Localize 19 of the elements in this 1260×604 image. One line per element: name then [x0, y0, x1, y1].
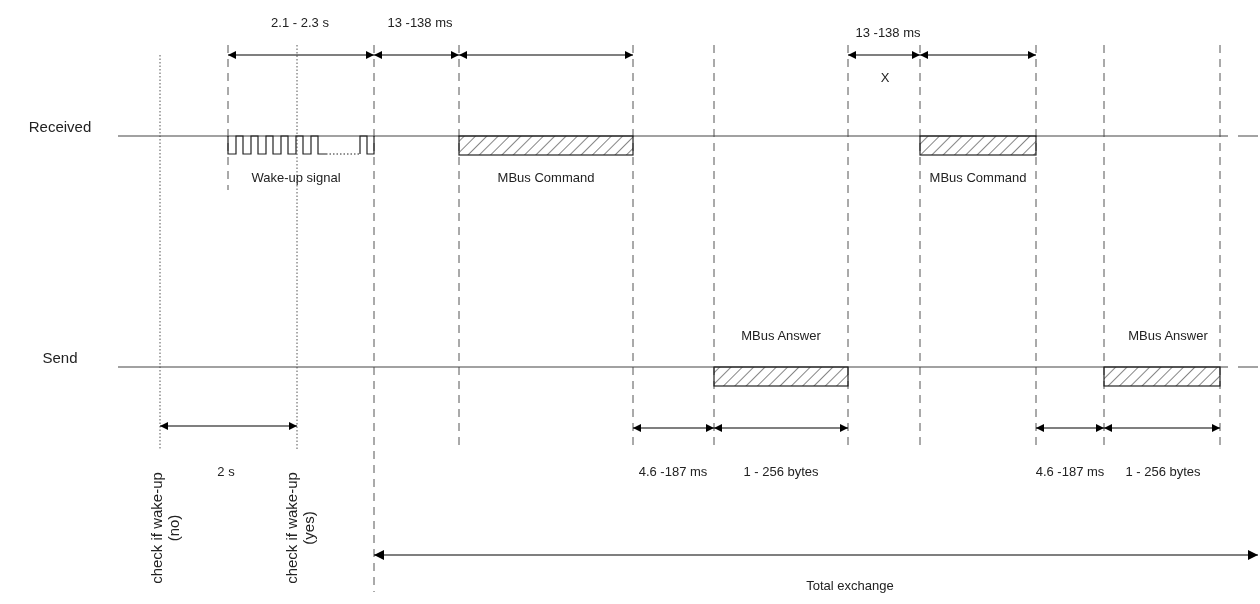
signal-label: MBus Answer	[741, 327, 821, 343]
dimension-label: 4.6 -187 ms	[1035, 463, 1105, 479]
dimension-label: 1 - 256 bytes	[1125, 463, 1201, 479]
dimension-label: Total exchange	[806, 577, 894, 593]
signal-label: Wake-up signal	[251, 169, 341, 185]
row-label: Send	[42, 349, 78, 367]
dimension-label: 4.6 -187 ms	[638, 463, 708, 479]
dimension-label: 13 -138 ms	[387, 14, 453, 30]
dimension-label: 2.1 - 2.3 s	[271, 14, 329, 30]
dimension-label: 13 -138 ms	[855, 24, 921, 40]
signal-label: MBus Command	[929, 169, 1027, 185]
dimension-label: 2 s	[217, 463, 235, 479]
dimension-label: X	[880, 69, 890, 85]
dimension-label: 1 - 256 bytes	[743, 463, 819, 479]
event-label: check if wake-up (no)	[148, 471, 182, 586]
event-label: check if wake-up (yes)	[283, 471, 317, 586]
signal-label: MBus Command	[497, 169, 595, 185]
row-label: Received	[28, 118, 92, 136]
signal-label: MBus Answer	[1128, 327, 1208, 343]
